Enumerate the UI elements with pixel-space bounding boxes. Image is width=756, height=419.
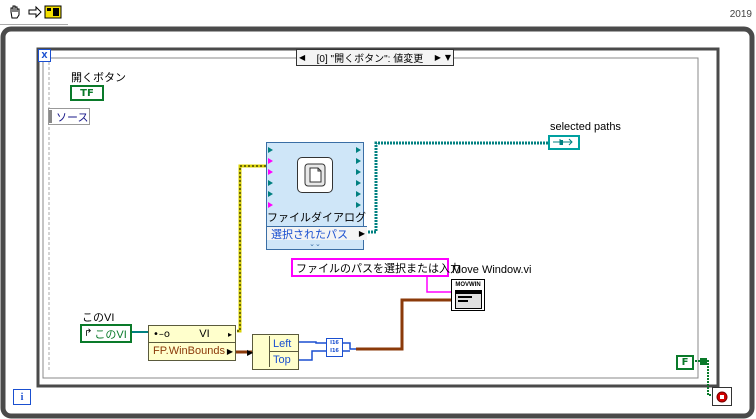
i16-icon: I16 [330, 340, 339, 346]
unbundle-top: Top [273, 353, 291, 366]
prompt-string-constant[interactable]: ファイルのパスを選択または入力 [291, 258, 461, 277]
tunnel-icon [700, 358, 707, 365]
prompt-string-text: ファイルのパスを選択または入力 [296, 262, 461, 275]
file-dialog-output-row[interactable]: 選択されたパス ▶ [267, 226, 367, 241]
case-selector[interactable]: ◀ [0] "開くボタン": 値変更 ▶ ▼ [296, 49, 454, 66]
property-node-class: VI [199, 328, 210, 340]
property-node-header: •–o VI ▸ [149, 326, 235, 343]
loop-condition-terminal[interactable] [712, 387, 732, 406]
event-source-node[interactable]: ソース [48, 108, 90, 125]
reference-icon: ↱ [84, 328, 93, 339]
cluster-wire-2[interactable] [356, 298, 453, 351]
open-button-label: 開くボタン [71, 72, 126, 84]
terminal-arrow-icon: ▶ [358, 229, 365, 238]
source-terminal: ソース [56, 111, 89, 124]
event-structure-icon: X [38, 49, 51, 62]
i16-icon: I16 [330, 348, 339, 354]
toolbar-divider [0, 24, 68, 25]
path-wire-selected[interactable] [362, 141, 548, 234]
property-winbounds: FP.WinBounds [153, 345, 225, 357]
this-vi-label: このVI [82, 312, 115, 324]
int-wire-b1 [342, 342, 356, 350]
file-dialog-output-label: 選択されたパス [271, 228, 348, 241]
move-window-label: Move Window.vi [452, 264, 532, 276]
version-label: 2019 [729, 9, 752, 20]
unbundle-by-name[interactable]: ▶ Left Top [247, 334, 299, 370]
open-button-terminal[interactable]: TF [70, 85, 104, 101]
ref-wire-dash [237, 165, 266, 332]
step-arrow-icon[interactable] [26, 3, 44, 21]
toolbar: 2019 [0, 0, 756, 28]
unbundle-left: Left [273, 337, 292, 350]
case-next-icon[interactable]: ▶ [434, 53, 441, 62]
run-arrow-icon[interactable] [44, 3, 62, 21]
terminal-arrow-icon: ▶ [226, 346, 233, 356]
move-window-icon-text: MOVWIN [455, 282, 481, 288]
case-selector-label: [0] "開くボタン": 値変更 [316, 54, 424, 65]
int-wire-left[interactable] [297, 341, 326, 344]
event-case-pane [42, 57, 699, 379]
case-dropdown-icon[interactable]: ▼ [444, 53, 451, 62]
stop-icon [716, 391, 728, 402]
loop-stop-constant[interactable]: F [676, 355, 694, 370]
key-icon: •–o [153, 328, 171, 340]
terminal-arrow-icon: ▶ [247, 348, 254, 357]
while-loop-border[interactable] [0, 26, 755, 419]
window-icon [455, 290, 482, 309]
loop-iteration-terminal[interactable]: i [13, 389, 31, 405]
expand-arrow-icon[interactable]: ⌄⌄ [309, 240, 321, 248]
this-vi-ref-text: このVI [94, 328, 127, 341]
int-wire-top[interactable] [297, 350, 326, 361]
case-prev-icon[interactable]: ◀ [299, 53, 306, 62]
property-node[interactable]: •–o VI ▸ FP.WinBounds ▶ [148, 325, 236, 361]
file-dialog-icon [297, 157, 333, 193]
highlight-hand-icon[interactable] [6, 3, 24, 21]
string-wire-prompt[interactable] [426, 273, 453, 293]
file-dialog-title: ファイルダイアログ [267, 212, 366, 224]
selected-paths-label: selected paths [550, 121, 621, 133]
selected-paths-indicator[interactable] [548, 135, 580, 150]
this-vi-reference[interactable]: ↱ このVI [80, 324, 132, 343]
move-window-subvi[interactable]: MOVWIN [451, 279, 485, 311]
bundle-node[interactable]: I16 I16 [326, 338, 343, 357]
property-row[interactable]: FP.WinBounds ▶ [149, 344, 235, 358]
file-dialog-express-vi[interactable]: ファイルダイアログ 選択されたパス ▶ ⌄⌄ [266, 142, 367, 250]
